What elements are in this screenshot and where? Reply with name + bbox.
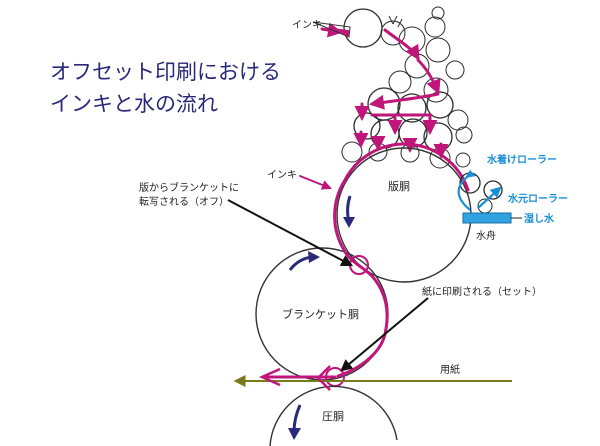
dampening-water-label: 湿し水 (524, 212, 555, 225)
title-line-2: インキと水の流れ (50, 92, 218, 116)
water-pan-label: 水舟 (476, 229, 496, 242)
ink-roller (424, 16, 446, 38)
ink-label-mid: インキ (267, 170, 297, 181)
offset-note-arrow (227, 199, 354, 267)
blanket-ink-path (336, 248, 389, 378)
dampening-form-roller-label: 水着けローラー (486, 153, 557, 166)
blanket-cylinder-label: ブランケット胴 (282, 307, 359, 321)
ink-roller (431, 6, 445, 20)
ink-label-top: インキ (292, 20, 322, 31)
ink-roller (455, 126, 473, 144)
title-line-1: オフセット印刷における (50, 60, 281, 84)
plate-ink-arc (333, 142, 470, 252)
impression-cylinder-label: 圧胴 (322, 410, 344, 423)
ink-roller (397, 93, 427, 123)
plate-cylinder (336, 147, 472, 283)
plate-cylinder-label: 版胴 (388, 179, 410, 193)
water-fountain-roller-label: 水元ローラー (507, 192, 568, 205)
water-pan (462, 212, 512, 224)
ink-roller (353, 112, 381, 140)
ink-input-arrow-mid (299, 175, 332, 190)
offset-note-line-2: 転写される（オフ） (139, 196, 229, 208)
set-note-arrow (340, 297, 429, 372)
ink-form-roller (341, 141, 363, 163)
ink-roller (423, 77, 449, 103)
ink-fountain-wedge (312, 21, 351, 38)
ink-flow-path (320, 22, 449, 159)
water-fountain-roller (483, 180, 503, 200)
paper-label: 用紙 (440, 363, 460, 376)
ink-roller (445, 60, 465, 80)
ink-roller (425, 37, 451, 63)
impression-cylinder (269, 385, 398, 446)
dampening-system (457, 170, 522, 224)
ink-roller (455, 152, 471, 168)
ink-roller (388, 70, 412, 94)
set-note: 紙に印刷される（セット） (422, 285, 542, 298)
ink-roller (380, 20, 406, 46)
offset-note-line-1: 版からブランケットに (139, 181, 239, 194)
